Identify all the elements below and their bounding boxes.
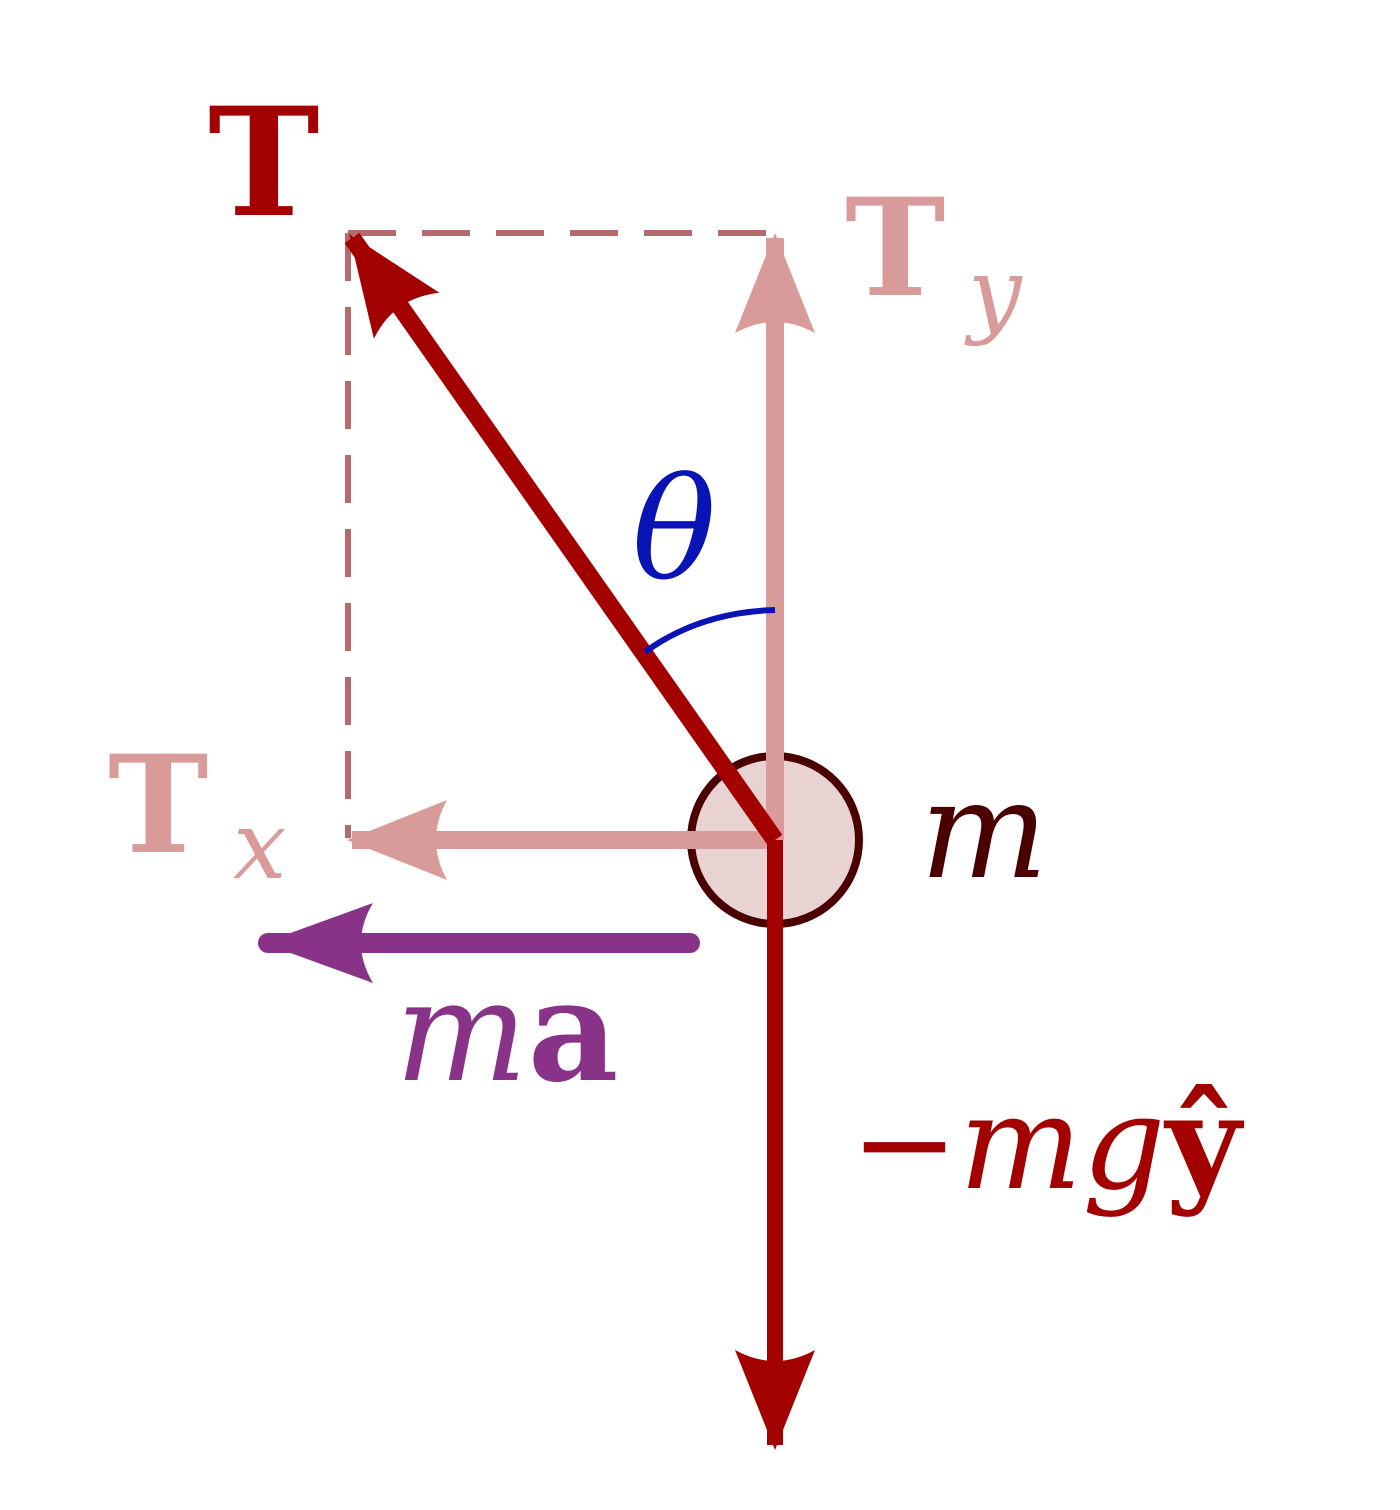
acceleration-label: ma xyxy=(395,950,618,1114)
acceleration-label-m: m xyxy=(395,951,528,1114)
angle-arc xyxy=(643,607,776,655)
acceleration-label-a: a xyxy=(528,950,619,1114)
weight-label: −mgŷ xyxy=(850,1066,1244,1219)
tension-y-subscript: y xyxy=(964,238,1023,348)
tension-y-label: T xyxy=(845,168,945,327)
weight-label-yhat: ŷ xyxy=(1163,1066,1244,1219)
angle-label: θ xyxy=(632,449,716,612)
mass-label: m xyxy=(920,752,1048,909)
tension-arrow xyxy=(344,232,783,846)
tension-x-subscript: x xyxy=(233,791,287,901)
weight-label-mg: mg xyxy=(959,1067,1166,1219)
tension-label: T xyxy=(208,75,320,251)
tension-x-label: T xyxy=(108,725,208,884)
weight-label-minus: − xyxy=(850,1067,959,1219)
